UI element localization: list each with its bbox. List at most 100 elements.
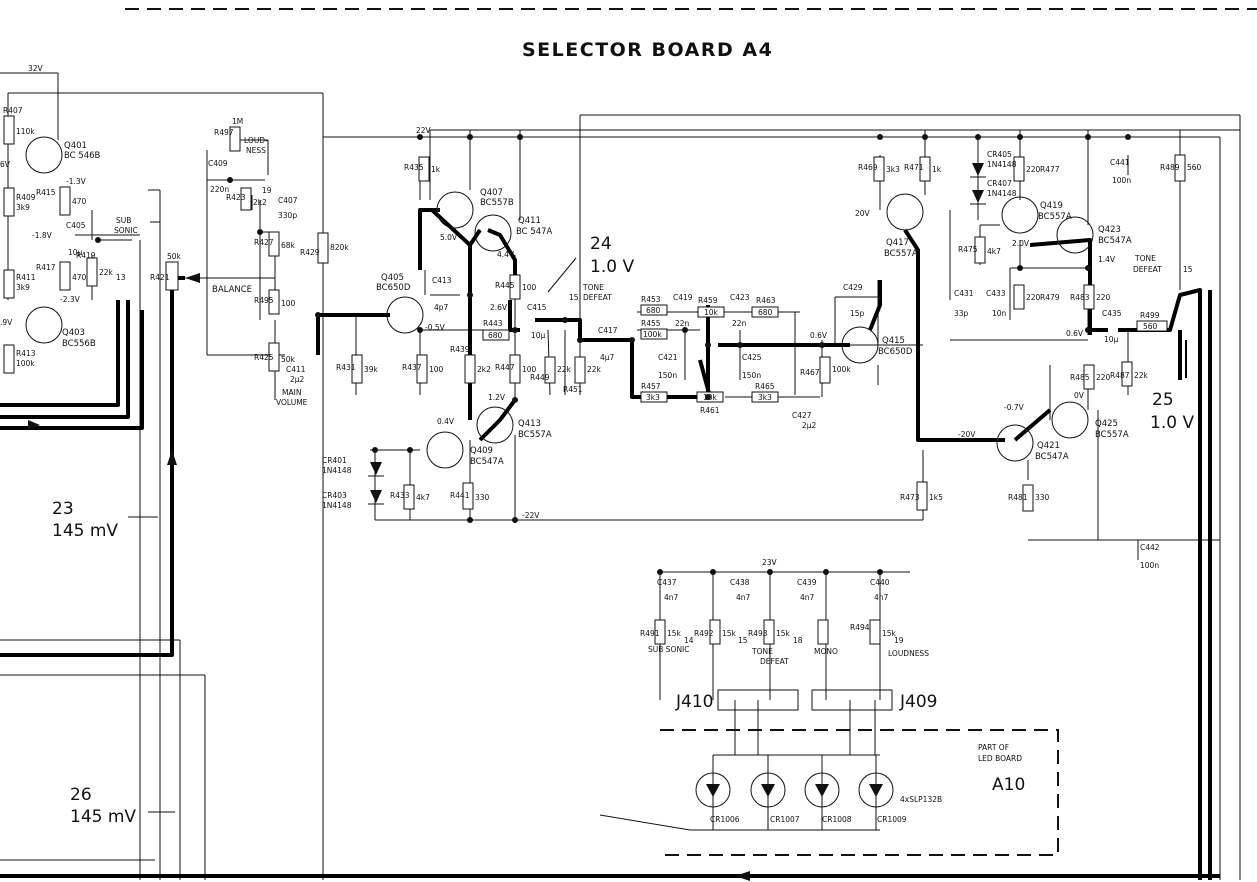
r467-val: 100k: [832, 365, 851, 374]
test-point-25-num: 25: [1152, 390, 1174, 410]
r485-val: 220: [1096, 373, 1111, 382]
cr401-ref: CR401: [322, 456, 347, 465]
r465-val: 3k3: [758, 393, 772, 402]
r461-val: 10k: [703, 393, 718, 402]
r493-val: 15k: [776, 629, 791, 638]
c409-val: 220n: [210, 185, 229, 194]
q423-type: BC547A: [1098, 236, 1132, 246]
test-point-23-value: 145 mV: [52, 521, 118, 541]
r433-val: 4k7: [416, 493, 430, 502]
r439-ref: R439: [450, 345, 470, 354]
q425-type: BC557A: [1095, 430, 1129, 440]
r409-ref: R409: [16, 193, 36, 202]
r411-val: 3k9: [16, 283, 30, 292]
switch-tone-label: TONE: [751, 647, 773, 656]
voltage-labels: 32V -1.3V -1.8V -2.3V 22V 5.0V 4.4V 2.6V…: [0, 64, 1116, 567]
thin-wiring: [0, 72, 1241, 880]
r411-ref: R411: [16, 273, 36, 282]
r473-val: 1k5: [929, 493, 943, 502]
cr407-ref: CR407: [987, 179, 1012, 188]
q409-ref: Q409: [470, 446, 493, 456]
r479-val: 220: [1026, 293, 1041, 302]
cr407-type: 1N4148: [987, 189, 1017, 198]
q407-type: BC557B: [480, 198, 514, 208]
q411-ref: Q411: [518, 216, 541, 226]
c439-ref: C439: [797, 578, 817, 587]
c405-ref: C405: [66, 221, 86, 230]
r419-ref: R419: [76, 251, 96, 260]
r485-ref: R485: [1070, 373, 1090, 382]
c441-ref: C441: [1110, 158, 1130, 167]
c425-val: 150n: [742, 371, 761, 380]
r437-val: 100: [429, 365, 444, 374]
tone-defeat-label-b: TONE: [1134, 254, 1156, 263]
r423-val: 2k2: [253, 198, 267, 207]
measurement-markers: [128, 257, 1187, 813]
voltage-label: 6V: [0, 160, 11, 169]
loudness-label-2: NESS: [246, 146, 266, 155]
q415-ref: Q415: [882, 336, 905, 346]
r449-val: 22k: [557, 365, 572, 374]
switch-num-15: 15: [738, 636, 748, 645]
cr403-type: 1N4148: [322, 501, 352, 510]
bottom-arrow: [735, 871, 750, 881]
r457-ref: R457: [641, 382, 661, 391]
r413-ref: R413: [16, 349, 36, 358]
r459-ref: R459: [698, 296, 718, 305]
voltage-label: -1.8V: [32, 231, 53, 240]
q405-type: BC650D: [376, 283, 411, 293]
switch-num-19: 19: [894, 636, 904, 645]
diode-labels: CR401 1N4148 CR403 1N4148 CR405 1N4148 C…: [322, 150, 1017, 510]
c433-val: 10n: [992, 309, 1007, 318]
c429-val: 15p: [850, 309, 865, 318]
switch-loudness-label: LOUDNESS: [888, 649, 929, 658]
cr403-ref: CR403: [322, 491, 347, 500]
q413-ref: Q413: [518, 419, 541, 429]
q419-type: BC557A: [1038, 212, 1072, 222]
cr1008-label: CR1008: [822, 815, 852, 824]
r473-ref: R473: [900, 493, 920, 502]
r481-ref: R481: [1008, 493, 1028, 502]
r435-val: 1k: [431, 165, 441, 174]
q403-ref: Q403: [62, 328, 85, 338]
c425-ref: C425: [742, 353, 762, 362]
resistor-labels: R407 110k R409 3k9 R411 3k9 R413 100k R4…: [3, 106, 1202, 638]
c427-ref: C427: [792, 411, 812, 420]
tone-defeat-label-b-2: DEFEAT: [1133, 265, 1162, 274]
c431-ref: C431: [954, 289, 974, 298]
r495-val: 100: [281, 299, 296, 308]
pin-19: 19: [262, 186, 272, 195]
r481-val: 330: [1035, 493, 1050, 502]
c441-val: 100n: [1112, 176, 1131, 185]
led-labels: CR1006 CR1007 CR1008 CR1009 4xSLP132B: [710, 795, 942, 824]
r431-ref: R431: [336, 363, 356, 372]
led-board-label: LED BOARD: [978, 754, 1022, 763]
r477-val: 220: [1026, 165, 1041, 174]
c440-ref: C440: [870, 578, 890, 587]
voltage-label: 23V: [762, 558, 778, 567]
r425-ref: R425: [254, 353, 274, 362]
c438-ref: C438: [730, 578, 750, 587]
q403-type: BC556B: [62, 339, 96, 349]
switch-mono-label: MONO: [814, 647, 838, 656]
junction-dots: [95, 134, 1131, 575]
r449-ref: R449: [530, 373, 550, 382]
r439-val: 2k2: [477, 365, 491, 374]
cr405-ref: CR405: [987, 150, 1012, 159]
r415-ref: R415: [36, 188, 56, 197]
voltage-label: 20V: [855, 209, 871, 218]
r499-ref: R499: [1140, 311, 1160, 320]
board-title: SELECTOR BOARD A4: [522, 39, 773, 61]
main-volume-label: MAIN: [282, 388, 301, 397]
r407-val: 110k: [16, 127, 35, 136]
voltage-label: 1.4V: [1098, 255, 1116, 264]
q409-type: BC547A: [470, 457, 504, 467]
c417-val: 4µ7: [600, 353, 615, 362]
c413-val: 4p7: [434, 303, 449, 312]
r471-ref: R471: [904, 163, 924, 172]
q417-ref: Q417: [886, 238, 909, 248]
q421-type: BC547A: [1035, 452, 1069, 462]
r494-val: 15k: [882, 629, 897, 638]
r451-ref: R451: [563, 385, 583, 394]
q415-type: BC650D: [878, 347, 913, 357]
